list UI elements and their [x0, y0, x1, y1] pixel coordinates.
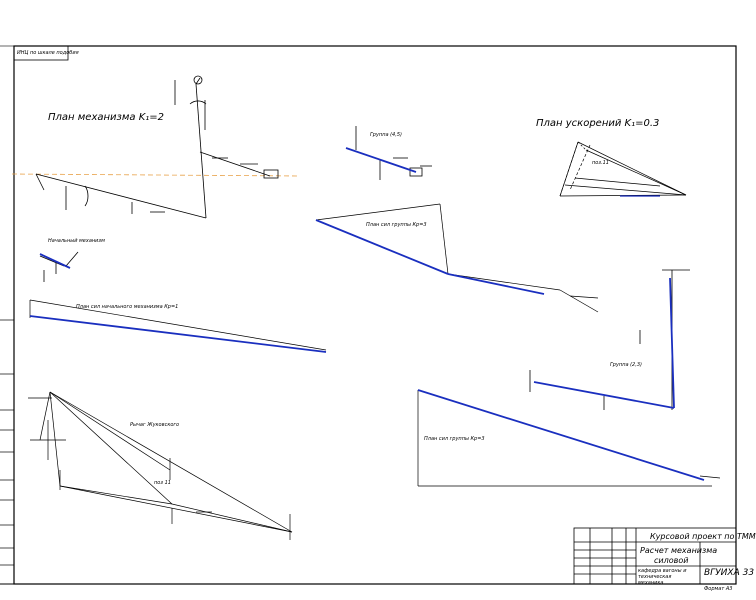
initial-mechanism	[39, 251, 79, 282]
force-plan-23	[417, 390, 721, 487]
left-ticks	[0, 319, 14, 566]
force-plan-45-title: План сил группы Кр=3	[366, 222, 427, 228]
horizontal-axis	[11, 173, 301, 177]
group-45-title: Группа (4,5)	[370, 132, 402, 138]
corner-tag-box	[13, 45, 69, 61]
initial-mechanism-title: Начальный механизм	[48, 238, 105, 244]
force-plan-initial	[29, 299, 327, 351]
stamp-sheet-label: Формат А3	[704, 586, 733, 592]
force-plan-initial-blue	[29, 315, 327, 353]
stamp-org: кафедра вагоны и техническая механика	[638, 568, 687, 586]
corner-tag: ИНЦ по шкале подобия	[17, 50, 79, 56]
lever-pos11: поз 11	[154, 480, 171, 486]
group-23	[529, 269, 690, 410]
mechanism-plan-title: План механизма K₁=2	[48, 112, 165, 123]
group-23-title: Группа (2,3)	[610, 362, 642, 368]
mechanism-plan	[35, 75, 279, 219]
acceleration-plan-title: План ускорений K₁=0.3	[536, 118, 660, 129]
force-plan-initial-title: План сил начального механизма Кр=1	[76, 304, 179, 310]
stamp-project: Курсовой проект по ТММ	[650, 532, 756, 541]
acceleration-plan	[559, 141, 687, 197]
accel-pos11: поз.11	[592, 160, 609, 166]
group-23-blue	[533, 277, 675, 409]
zhukovsky-lever	[28, 391, 293, 540]
stamp-code: ВГУИХА 33	[704, 568, 755, 578]
force-plan-23-title: План сил группы Кр=3	[424, 436, 485, 442]
force-plan-45	[315, 203, 599, 313]
stamp-title-line1: Расчет механизма	[640, 546, 718, 555]
zhukovsky-title: Рычаг Жуковского	[130, 422, 180, 428]
force-plan-45-blue	[315, 219, 545, 295]
force-plan-23-blue	[417, 389, 705, 481]
group-45-link	[345, 147, 417, 173]
group-45	[355, 126, 432, 180]
initial-crank	[39, 253, 71, 269]
drawing-sheet	[0, 45, 737, 585]
stamp-title-line2: силовой	[654, 556, 689, 565]
